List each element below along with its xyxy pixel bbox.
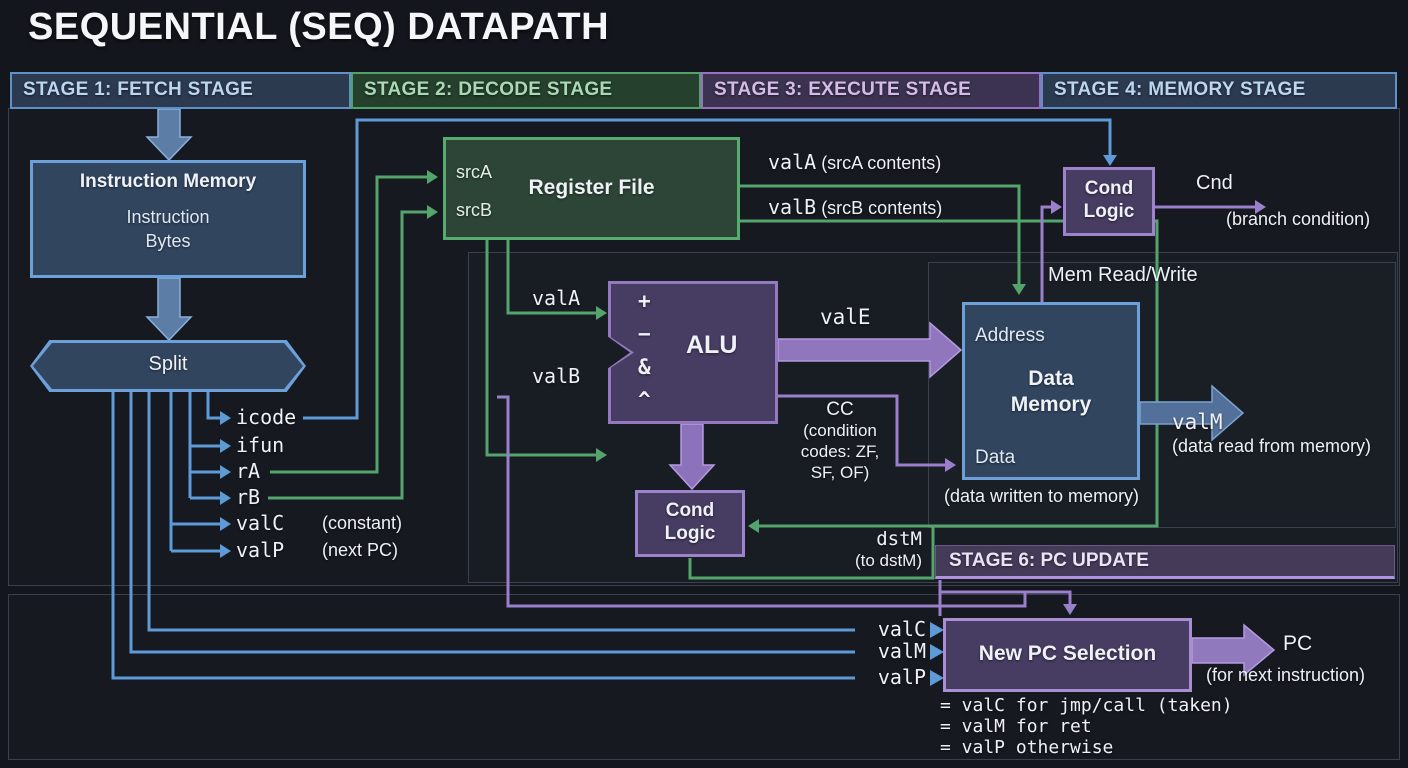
cond-logic-execute-line2: Logic xyxy=(664,523,716,544)
alu-op-and: & xyxy=(638,355,651,379)
cond-logic-memory-line1: Cond xyxy=(1084,178,1134,199)
data-port-label: Data xyxy=(975,447,1016,468)
stage1-header: STAGE 1: FETCH STAGE xyxy=(10,72,351,109)
srcb-port-label: srcB xyxy=(456,200,492,220)
alu-ops: + − & ^ xyxy=(638,285,651,417)
stage4-header: STAGE 4: MEMORY STAGE xyxy=(1041,72,1397,109)
valb-output-label: valB (srcB contents) xyxy=(768,195,942,219)
data-memory-title2: Memory xyxy=(1010,393,1092,416)
cnd-label: Cnd xyxy=(1196,172,1233,194)
stage3-header: STAGE 3: EXECUTE STAGE xyxy=(701,72,1041,109)
cond-logic-memory-line2: Logic xyxy=(1083,201,1135,222)
cnd-note: (branch condition) xyxy=(1226,209,1371,229)
vale-label: valE xyxy=(820,305,871,329)
valm-label: valM xyxy=(1172,410,1223,434)
cond-logic-execute-line1: Cond xyxy=(665,500,715,521)
vala-name: valA xyxy=(768,150,817,174)
instruction-memory-box: Instruction Memory Instruction Bytes xyxy=(30,160,306,278)
alu-in-valb-label: valB xyxy=(532,364,581,388)
split-label: Split xyxy=(148,353,188,375)
cc-line4: SF, OF) xyxy=(810,463,870,482)
data-memory-title1: Data xyxy=(1028,367,1074,390)
valb-name: valB xyxy=(768,195,817,219)
page-title: SEQUENTIAL (SEQ) DATAPATH xyxy=(28,6,610,48)
alu-box: + − & ^ ALU xyxy=(608,281,778,424)
valp-note: (next PC) xyxy=(322,540,399,560)
register-file-title: Register File xyxy=(528,176,655,199)
cc-line3: codes: ZF, xyxy=(800,442,880,461)
new-pc-selection-box: New PC Selection xyxy=(943,618,1192,692)
pc-rule-2: = valM for ret xyxy=(940,716,1092,737)
instruction-memory-title: Instruction Memory xyxy=(79,171,257,192)
cc-line1: CC xyxy=(826,399,854,420)
register-file-box: Register File srcA srcB xyxy=(443,137,740,240)
pc-rules: = valC for jmp/call (taken) = valM for r… xyxy=(940,695,1233,758)
stage2-header: STAGE 2: DECODE STAGE xyxy=(351,72,701,109)
icode-label: icode xyxy=(236,405,297,429)
data-memory-box: Address Data Memory Data xyxy=(962,302,1140,480)
pc-rule-3: = valP otherwise xyxy=(940,737,1114,758)
alu-op-sub: − xyxy=(638,322,651,346)
split-hexagon: Split xyxy=(30,340,306,392)
ifun-label: ifun xyxy=(236,433,285,457)
dstm-label: dstM xyxy=(876,528,922,550)
srca-port-label: srcA xyxy=(456,162,492,182)
ra-label: rA xyxy=(236,459,261,483)
alu-title: ALU xyxy=(686,331,738,359)
newpc-input-valm: valM xyxy=(877,639,926,663)
pc-note: (for next instruction) xyxy=(1206,665,1366,685)
valb-note: (srcB contents) xyxy=(821,198,943,218)
cc-label: CC (condition codes: ZF, SF, OF) xyxy=(784,399,896,483)
dstm-note: (to dstM) xyxy=(854,551,922,570)
alu-op-xor: ^ xyxy=(638,388,651,412)
alu-op-add: + xyxy=(638,289,651,313)
newpc-input-valp: valP xyxy=(877,665,926,689)
instruction-memory-body2: Bytes xyxy=(145,231,191,251)
instruction-memory-body1: Instruction xyxy=(126,207,210,227)
vala-output-label: valA (srcA contents) xyxy=(768,150,941,174)
pc-label: PC xyxy=(1283,632,1313,655)
valc-label: valC xyxy=(236,511,285,535)
valm-note: (data read from memory) xyxy=(1172,436,1372,456)
data-written-note: (data written to memory) xyxy=(944,486,1140,506)
valc-note: (constant) xyxy=(322,513,403,533)
pc-rule-1: = valC for jmp/call (taken) xyxy=(940,695,1233,716)
rb-label: rB xyxy=(236,485,261,509)
vala-note: (srcA contents) xyxy=(821,153,942,173)
new-pc-selection-title: New PC Selection xyxy=(978,642,1157,665)
address-port-label: Address xyxy=(975,325,1045,346)
alu-in-vala-label: valA xyxy=(532,286,581,310)
cond-logic-execute-box: Cond Logic xyxy=(635,490,745,557)
cc-line2: (condition xyxy=(803,421,877,440)
valp-label: valP xyxy=(236,538,285,562)
newpc-input-valc: valC xyxy=(877,617,926,641)
mem-rw-label: Mem Read/Write xyxy=(1048,264,1198,286)
cond-logic-memory-box: Cond Logic xyxy=(1063,167,1155,236)
stage6-header: STAGE 6: PC UPDATE xyxy=(935,545,1395,579)
